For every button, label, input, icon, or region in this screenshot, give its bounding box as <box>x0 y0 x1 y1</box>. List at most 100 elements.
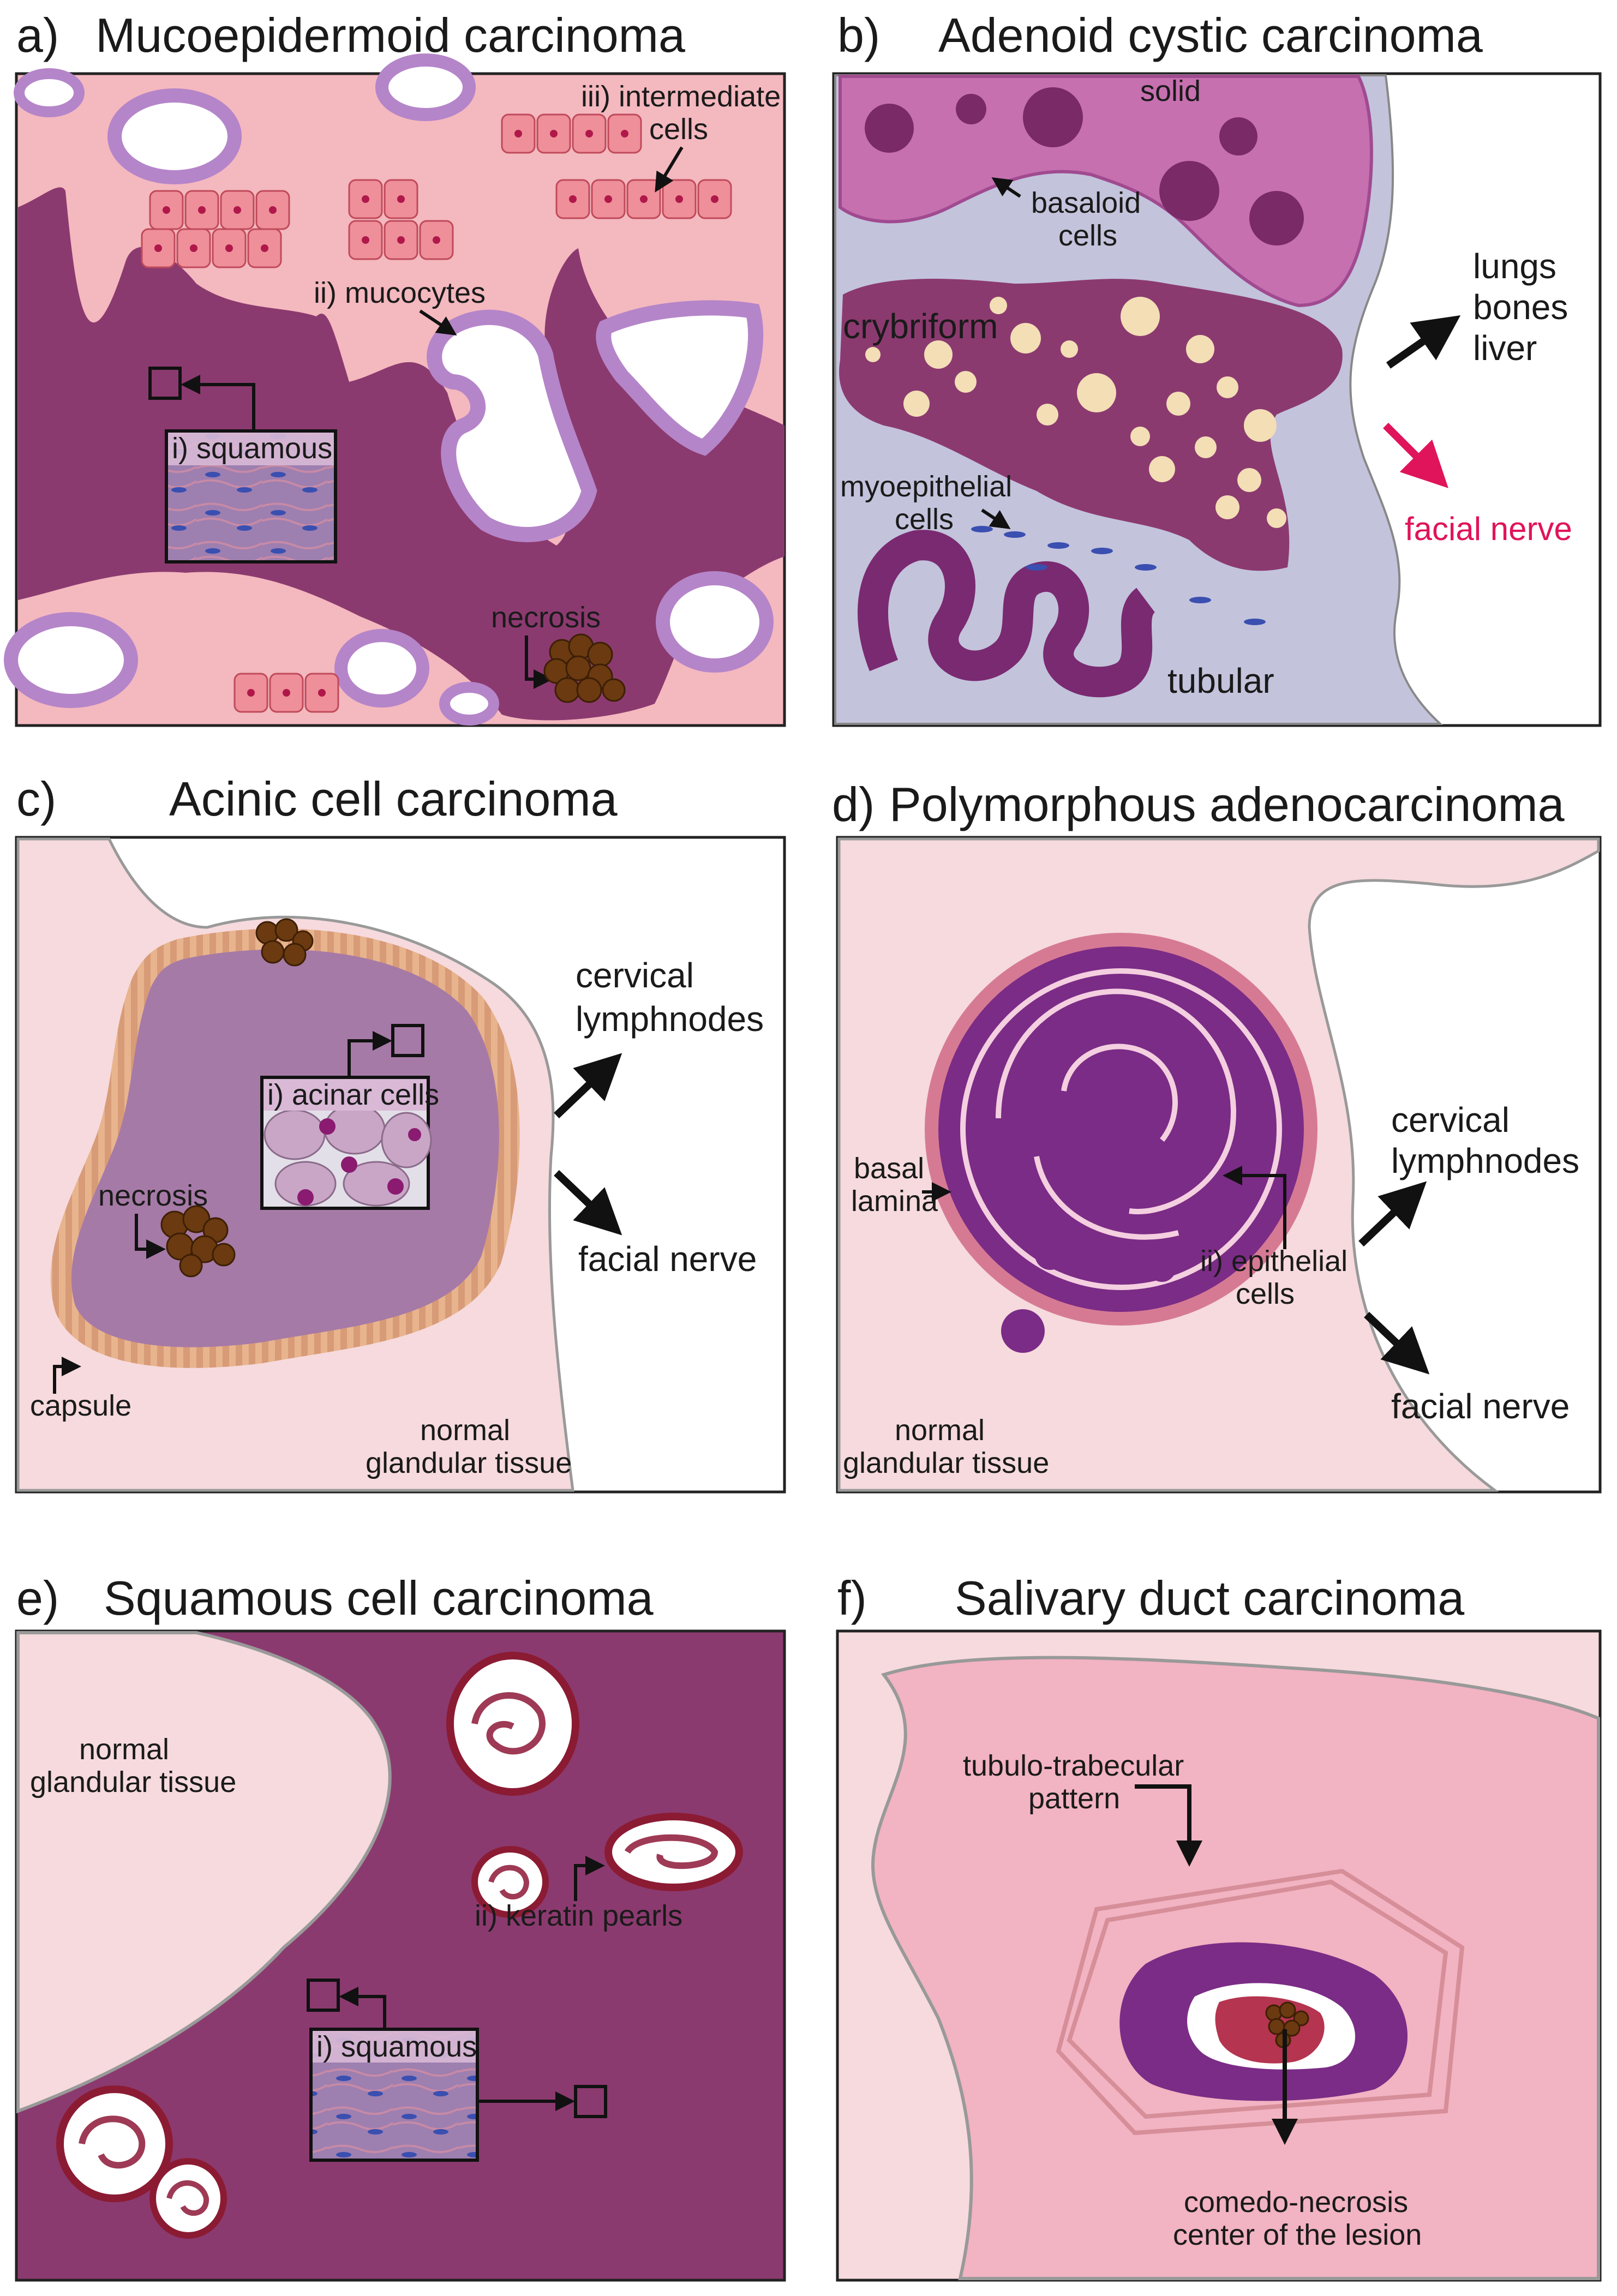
mucocytes-label: ii) mucocytes <box>314 277 486 309</box>
lymph-label-d-1: cervical <box>1391 1100 1510 1140</box>
intermediate-cell-nuclei <box>154 130 718 697</box>
myoepithelial-label-2: cells <box>895 503 954 536</box>
necrosis-arrow-a <box>525 636 553 689</box>
acinar-cells <box>263 1104 432 1207</box>
basal-label-1: basal <box>854 1152 924 1185</box>
panel-f-letter: f) <box>837 1571 867 1625</box>
epithelial-label-1: ii) epithelial <box>1200 1245 1348 1278</box>
facial-nerve-label-b: facial nerve <box>1405 511 1572 547</box>
glandular-lumen-a6 <box>656 571 774 673</box>
metastasis-label-liver: liver <box>1473 328 1537 368</box>
acinar-callout-square <box>391 1024 424 1057</box>
keratin-arrow <box>574 1856 605 1901</box>
lymph-arrow-c <box>554 1053 622 1119</box>
basaloid-label-2: cells <box>1058 219 1117 252</box>
tubulo-label-2: pattern <box>1028 1782 1120 1815</box>
facial-nerve-label-d: facial nerve <box>1391 1387 1570 1426</box>
squamous-callout-square-e2 <box>574 2085 607 2118</box>
epithelial-mass-d <box>938 946 1304 1312</box>
facial-nerve-arrow-b <box>1383 423 1448 488</box>
solid-label: solid <box>1140 75 1201 107</box>
normal-label-e-1: normal <box>79 1733 169 1766</box>
necrosis-label-c: necrosis <box>98 1179 208 1212</box>
comedo-label-1: comedo-necrosis <box>1184 2186 1408 2219</box>
cribriform-label: crybriform <box>843 307 998 346</box>
intermediate-cells-label-2: cells <box>649 113 708 146</box>
squamous-label-e: i) squamous <box>316 2030 477 2063</box>
acinar-label: i) acinar cells <box>267 1078 439 1111</box>
panel-a: a) Mucoepidermoid carcinoma <box>4 8 786 727</box>
epithelial-label-2: cells <box>1236 1278 1295 1310</box>
tubular-label: tubular <box>1167 661 1274 700</box>
acinar-nuclei <box>297 1118 421 1206</box>
lymph-label-c-1: cervical <box>576 956 694 995</box>
acinar-inset-header <box>263 1079 427 1111</box>
facial-nerve-label-c: facial nerve <box>578 1239 757 1279</box>
panel-e-letter: e) <box>16 1571 59 1625</box>
metastasis-label-bones: bones <box>1473 287 1568 327</box>
panel-e: e) Squamous cell carcinoma ii) keratin p… <box>15 1571 786 2282</box>
tubulo-arrow <box>1135 1784 1202 1867</box>
panel-b-letter: b) <box>837 8 880 62</box>
cribriform-lumina <box>865 297 1286 528</box>
squamous-inset-a-header <box>168 433 334 465</box>
basaloid-nests <box>865 87 1304 245</box>
lymph-arrow-d <box>1358 1181 1427 1247</box>
necrosis-cluster-c1 <box>255 918 314 967</box>
metastasis-arrow <box>1386 315 1461 369</box>
panel-b-title: Adenoid cystic carcinoma <box>938 8 1483 62</box>
panel-b: b) Adenoid cystic carcinoma solid basalo… <box>832 8 1602 727</box>
necrosis-label-a: necrosis <box>491 601 601 634</box>
normal-label-d-1: normal <box>895 1414 985 1447</box>
glandular-lumen-a3 <box>107 88 242 184</box>
basaloid-label-1: basaloid <box>1031 187 1141 219</box>
necrosis-arrow-c <box>135 1214 166 1259</box>
squamous-label-a: i) squamous <box>172 432 332 465</box>
panel-c: c) Acinic cell carcinoma i) acinar cells… <box>15 772 786 1494</box>
acinar-callout-arrow <box>348 1031 392 1077</box>
comedo-label-2: center of the lesion <box>1173 2219 1422 2251</box>
intermediate-cells-group <box>141 113 732 713</box>
normal-label-d-2: glandular tissue <box>843 1447 1049 1479</box>
detached-clusters-d <box>1001 1239 1176 1353</box>
cribriform-region <box>839 279 1343 571</box>
tubulo-trabecular-outline <box>1056 1868 1465 2136</box>
necrosis-cluster-a <box>543 633 626 703</box>
facial-nerve-arrow-d <box>1364 1311 1430 1375</box>
epithelial-ring-gaps <box>960 968 1282 1290</box>
intermediate-cells-label-1: iii) intermediate <box>581 80 781 113</box>
myoepithelial-cells <box>971 526 1266 625</box>
lymph-label-c-2: lymphnodes <box>576 999 764 1039</box>
lymph-label-d-2: lymphnodes <box>1391 1141 1579 1180</box>
glandular-lumen-a9 <box>14 68 85 117</box>
capsule-label: capsule <box>30 1389 131 1422</box>
squamous-callout-arrow-e1 <box>339 1987 386 2029</box>
panel-c-letter: c) <box>16 772 56 826</box>
keratin-pearls <box>56 1652 743 2239</box>
tubulo-label-1: tubulo-trabecular <box>963 1749 1184 1782</box>
glandular-lumen-a7 <box>334 629 429 708</box>
intermediate-cells-arrow <box>655 146 684 193</box>
glandular-lumen-a8 <box>439 682 499 726</box>
glandular-lumen-a1 <box>427 309 597 542</box>
panel-f: f) Salivary duct carcinoma tubulo-trabec… <box>836 1571 1602 2282</box>
mucocytes-arrow <box>419 309 457 335</box>
basal-label-2: lamina <box>851 1185 938 1218</box>
facial-nerve-arrow-c <box>554 1170 622 1236</box>
squamous-callout-square <box>148 367 182 400</box>
panel-c-title: Acinic cell carcinoma <box>169 772 618 826</box>
panel-f-title: Salivary duct carcinoma <box>955 1571 1464 1625</box>
panel-e-title: Squamous cell carcinoma <box>104 1571 654 1625</box>
normal-label-c-1: normal <box>420 1414 510 1447</box>
squamous-callout-square-e1 <box>307 1979 340 2012</box>
panel-a-title: Mucoepidermoid carcinoma <box>95 8 685 62</box>
keratin-label: ii) keratin pearls <box>475 1899 682 1932</box>
myoepithelial-arrow <box>981 508 1011 529</box>
myoepithelial-label-1: myoepithelial <box>840 470 1012 503</box>
capsule-arrow <box>53 1357 81 1394</box>
normal-label-c-2: glandular tissue <box>366 1447 572 1479</box>
panel-d: d) Polymorphous adenocarcinoma basal lam… <box>832 777 1602 1494</box>
glandular-lumen-a5 <box>4 612 138 708</box>
necrosis-cluster-c2 <box>160 1205 236 1278</box>
